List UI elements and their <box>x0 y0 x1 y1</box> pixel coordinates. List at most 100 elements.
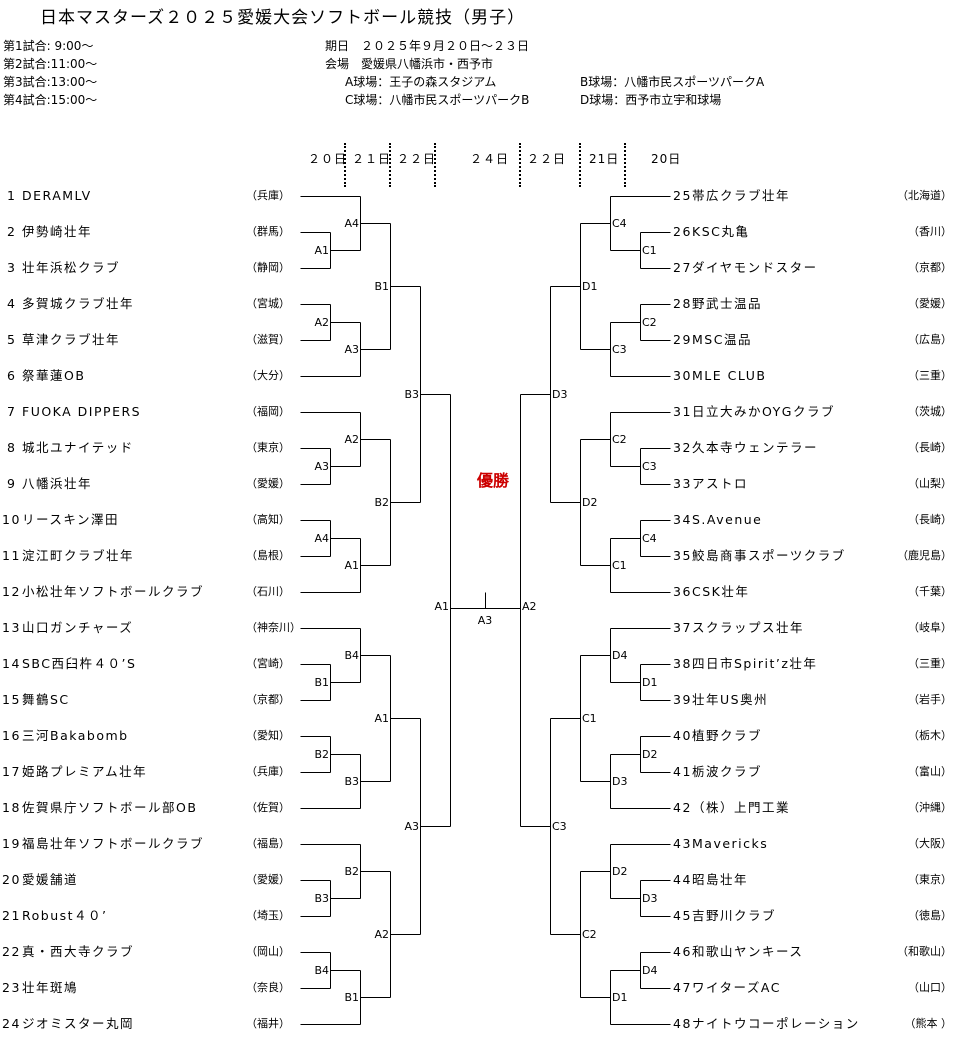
team-number: 31 <box>673 404 692 419</box>
team-number: 20 <box>2 872 21 887</box>
match-code: A1 <box>344 559 359 572</box>
team-name: DERAMLV <box>22 188 92 203</box>
team-name: 三河Bakabomb <box>22 728 129 743</box>
match-code: A3 <box>344 343 359 356</box>
team-name: 佐賀県庁ソフトボール部OB <box>22 800 198 815</box>
team-prefecture: （三重） <box>908 369 952 382</box>
day-label: ２１日 <box>352 152 392 166</box>
match-code: B1 <box>314 676 329 689</box>
team-number: 14 <box>2 656 21 671</box>
team-prefecture: （栃木） <box>908 729 952 742</box>
team-name: S.Avenue <box>692 512 763 527</box>
team-prefecture: （長崎） <box>908 513 952 526</box>
team-name: 四日市Spirit’z壮年 <box>692 656 818 671</box>
team-prefecture: （岐阜） <box>908 621 952 634</box>
team-name: スクラップス壮年 <box>692 620 805 635</box>
team-number: 15 <box>2 692 21 707</box>
match-code: C1 <box>642 244 657 257</box>
team-name: Robust４０’ <box>22 908 108 923</box>
team-number: 23 <box>2 980 21 995</box>
team-number: 8 <box>7 440 17 455</box>
team-prefecture: （富山） <box>908 765 952 778</box>
team-prefecture: （京都） <box>246 693 290 706</box>
team-number: 45 <box>673 908 692 923</box>
match-code: D3 <box>612 775 627 788</box>
team-number: 22 <box>2 944 21 959</box>
team-prefecture: （東京） <box>246 441 290 454</box>
team-number: 21 <box>2 908 21 923</box>
match-code: C4 <box>642 532 657 545</box>
team-name: 舞鶴SC <box>22 692 70 707</box>
team-prefecture: （香川） <box>908 225 952 238</box>
team-name: ジオミスター丸岡 <box>22 1016 135 1031</box>
team-name: 栃波クラブ <box>692 764 763 779</box>
team-name: 姫路プレミアム壮年 <box>22 764 148 779</box>
team-name: 真・西大寺クラブ <box>22 944 135 959</box>
team-number: 47 <box>673 980 692 995</box>
team-number: 7 <box>7 404 17 419</box>
team-name: 植野クラブ <box>692 728 763 743</box>
team-prefecture: （福井） <box>246 1017 290 1030</box>
match-code: C2 <box>612 433 627 446</box>
field-a: A球場：王子の森スタジアム <box>345 75 497 89</box>
team-number: 16 <box>2 728 21 743</box>
team-prefecture: （大阪） <box>908 837 952 850</box>
team-prefecture: （奈良） <box>246 981 290 994</box>
team-number: 40 <box>673 728 692 743</box>
team-prefecture: （山口） <box>908 981 952 994</box>
team-number: 37 <box>673 620 692 635</box>
team-number: 19 <box>2 836 21 851</box>
day-divider <box>434 143 436 187</box>
team-prefecture: （岩手） <box>908 693 952 706</box>
team-prefecture: （佐賀） <box>246 801 290 814</box>
match-code: B3 <box>344 775 359 788</box>
match-code: B2 <box>314 748 329 761</box>
team-name: CSK壮年 <box>692 584 750 599</box>
team-number: 9 <box>7 476 17 491</box>
team-number: 26 <box>673 224 692 239</box>
match-code: B4 <box>344 649 359 662</box>
schedule-game-1: 第1試合: 9:00～ <box>3 39 94 53</box>
day-divider <box>624 143 626 187</box>
team-number: 43 <box>673 836 692 851</box>
team-number: 28 <box>673 296 692 311</box>
team-prefecture: （静岡） <box>246 261 290 274</box>
match-code: D3 <box>642 892 657 905</box>
match-code: A4 <box>314 532 329 545</box>
team-name: FUOKA DIPPERS <box>22 404 142 419</box>
team-name: KSC丸亀 <box>692 224 750 239</box>
team-number: 6 <box>7 368 17 383</box>
team-number: 36 <box>673 584 692 599</box>
team-name: ナイトウコーポレーション <box>692 1016 860 1031</box>
team-name: 昭島壮年 <box>692 872 749 887</box>
team-number: 38 <box>673 656 692 671</box>
team-name: 伊勢崎壮年 <box>22 224 93 239</box>
day-divider <box>579 143 581 187</box>
team-prefecture: （東京） <box>908 873 952 886</box>
team-name: 山口ガンチャーズ <box>22 620 134 635</box>
team-prefecture: （石川） <box>246 585 290 598</box>
match-code: C4 <box>612 217 627 230</box>
team-prefecture: （長崎） <box>908 441 952 454</box>
team-prefecture: （宮崎） <box>246 657 290 670</box>
team-name: リースキン澤田 <box>22 512 120 527</box>
match-code: A3 <box>478 614 493 627</box>
match-code: C3 <box>612 343 627 356</box>
team-prefecture: （神奈川） <box>246 621 301 634</box>
team-prefecture: （宮城） <box>246 297 290 310</box>
schedule-game-3: 第3試合:13:00～ <box>3 75 98 89</box>
team-name: 帯広クラブ壮年 <box>692 188 791 203</box>
team-name: MSC温品 <box>692 332 752 347</box>
team-prefecture: （島根） <box>246 549 290 562</box>
page-title: 日本マスターズ２０２５愛媛大会ソフトボール競技（男子） <box>40 8 526 28</box>
team-name: アストロ <box>692 476 749 491</box>
team-name: 和歌山ヤンキース <box>692 944 804 959</box>
match-code: A2 <box>344 433 359 446</box>
match-code: A1 <box>314 244 329 257</box>
team-number: 39 <box>673 692 692 707</box>
event-date: 期日 ２０２５年９月２０日～２３日 <box>325 39 530 53</box>
team-prefecture: （兵庫） <box>246 189 290 202</box>
team-prefecture: （愛知） <box>246 729 290 742</box>
team-name: 多賀城クラブ壮年 <box>22 296 135 311</box>
match-code: D1 <box>612 991 627 1004</box>
